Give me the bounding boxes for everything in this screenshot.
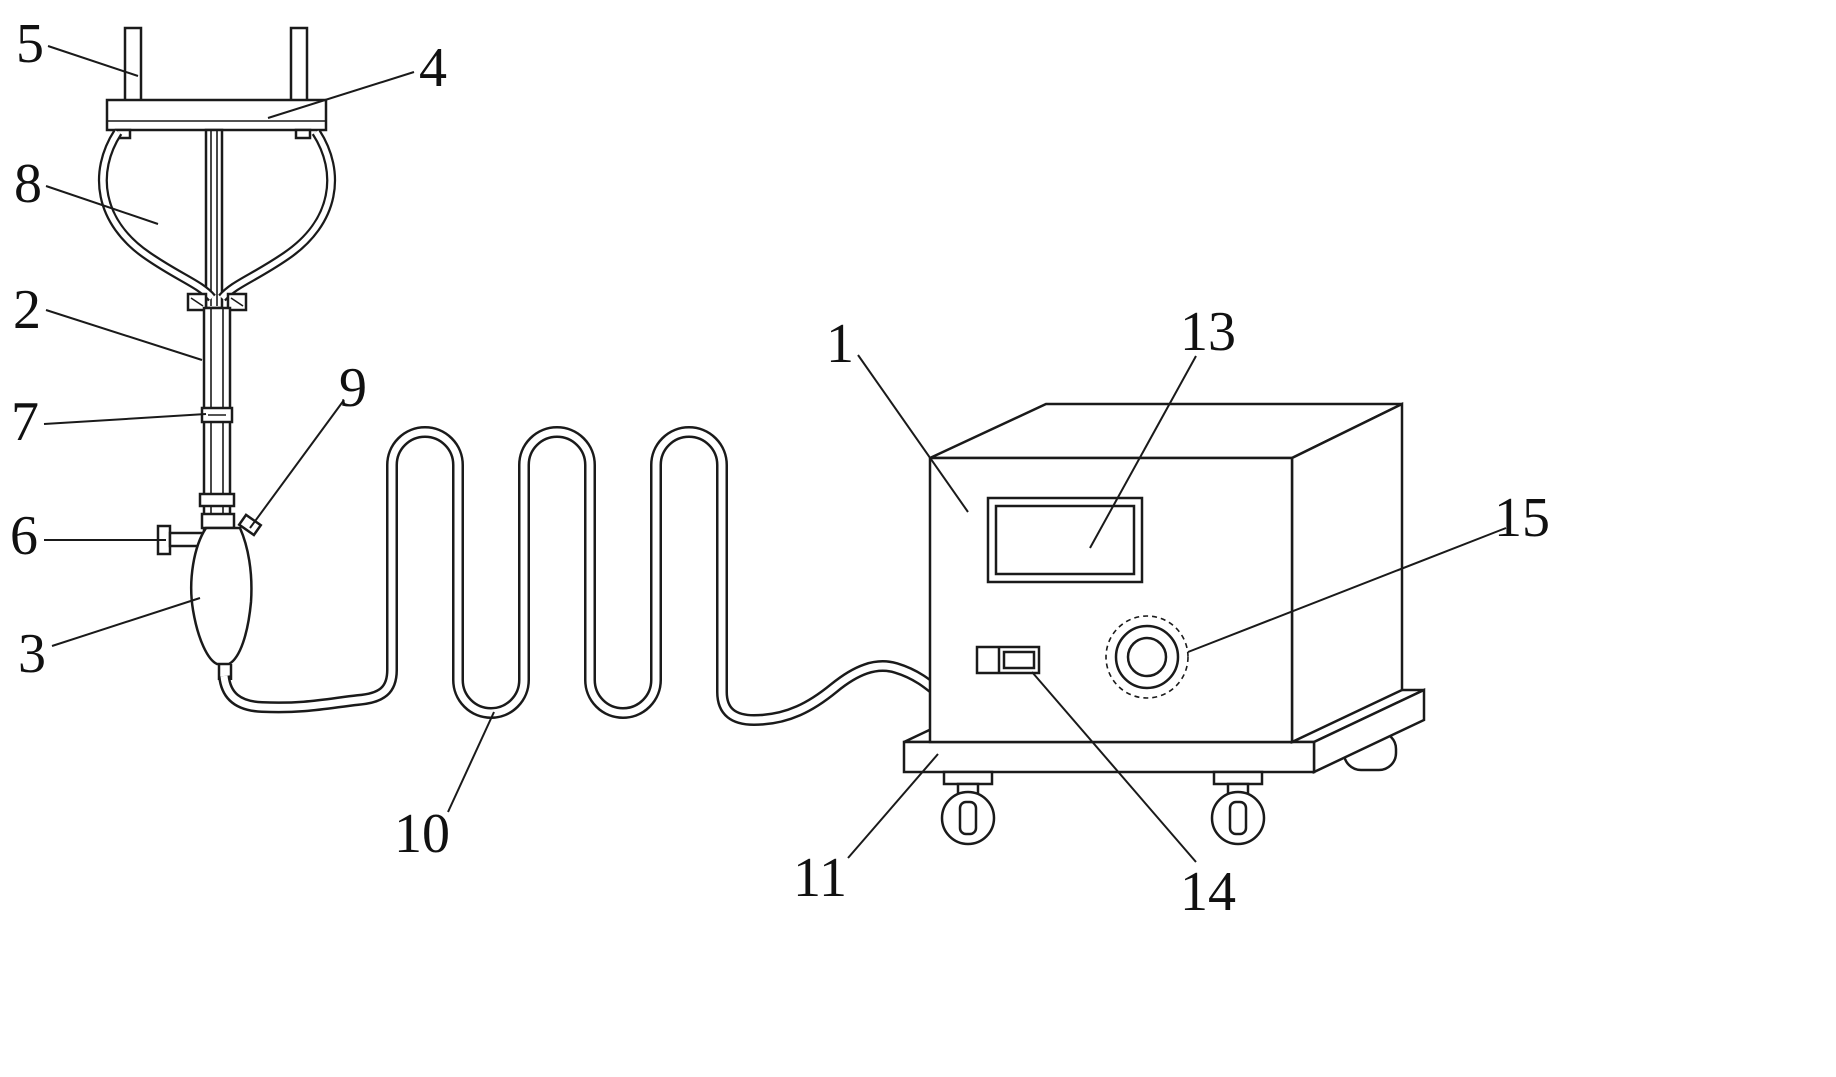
label-6: 6 <box>10 505 166 567</box>
leader-line-7 <box>43 413 207 425</box>
clamp-hatch <box>230 297 244 307</box>
label-2: 2 <box>13 279 203 361</box>
left-tube <box>97 129 216 302</box>
leader-line-2 <box>45 309 203 361</box>
label-9: 9 <box>249 357 367 529</box>
drip-tube-assembly <box>198 306 236 532</box>
unit-right-face <box>1290 401 1404 744</box>
display-panel <box>994 504 1136 576</box>
leader-line-13 <box>1089 355 1197 549</box>
label-14: 14 <box>1031 671 1236 923</box>
control-knob[interactable] <box>1105 615 1189 699</box>
coiled-hose-bore <box>220 428 943 724</box>
knob-knurl-ring <box>1105 615 1189 699</box>
label-5-text: 5 <box>16 13 44 75</box>
caster-mount <box>942 770 994 786</box>
leader-line-3 <box>51 597 201 647</box>
right-tube <box>218 129 337 302</box>
right-post <box>289 26 309 104</box>
label-7-text: 7 <box>11 391 39 453</box>
display-screen <box>986 496 1144 584</box>
label-8: 8 <box>14 153 159 225</box>
switch-rocker[interactable] <box>1002 650 1036 670</box>
caster-wheel-right <box>1210 770 1266 846</box>
right-tube-bore <box>219 130 334 300</box>
label-5: 5 <box>16 13 139 77</box>
label-13: 13 <box>1089 301 1236 549</box>
power-switch[interactable] <box>975 645 1041 675</box>
leader-line-11 <box>847 753 939 859</box>
tube-coupler <box>198 492 236 508</box>
clamp-hatch <box>190 297 204 307</box>
collection-vessel-assembly <box>156 512 263 680</box>
label-7: 7 <box>11 391 207 453</box>
label-6-text: 6 <box>10 505 38 567</box>
center-rod <box>204 128 224 310</box>
caster-mount <box>1212 770 1264 786</box>
label-13-text: 13 <box>1180 301 1236 363</box>
label-10-text: 10 <box>394 803 450 865</box>
junction-clamp <box>186 292 248 312</box>
label-15: 15 <box>1187 487 1550 653</box>
left-tube-bore <box>100 130 215 300</box>
figure-labels: 5 4 8 2 7 9 6 3 <box>10 13 1550 923</box>
label-9-text: 9 <box>339 357 367 419</box>
leader-line-5 <box>47 45 139 77</box>
leader-line-10 <box>447 711 495 813</box>
coiled-hose <box>218 426 944 727</box>
left-post <box>123 26 143 104</box>
leader-line-1 <box>857 354 969 513</box>
label-15-text: 15 <box>1494 487 1550 549</box>
label-8-text: 8 <box>14 153 42 215</box>
hanger-assembly <box>105 26 328 310</box>
leader-line-9 <box>249 399 345 529</box>
knob-cap[interactable] <box>1126 636 1168 678</box>
vessel-cap <box>200 512 236 530</box>
base-front-face <box>902 740 1316 774</box>
paired-tubes <box>97 129 337 302</box>
label-4: 4 <box>267 37 447 119</box>
label-1: 1 <box>826 313 969 513</box>
right-hook <box>294 128 312 140</box>
leader-line-8 <box>45 185 159 225</box>
caster-hub <box>958 800 978 836</box>
caster-wheel-left <box>940 770 996 846</box>
inlet-connector-body <box>237 513 263 537</box>
label-3: 3 <box>18 597 201 685</box>
vessel-body <box>190 526 253 666</box>
label-3-text: 3 <box>18 623 46 685</box>
label-11: 11 <box>793 753 939 909</box>
label-1-text: 1 <box>826 313 854 375</box>
control-unit <box>928 401 1404 744</box>
label-2-text: 2 <box>13 279 41 341</box>
label-4-text: 4 <box>419 37 447 99</box>
leader-line-14 <box>1031 671 1197 863</box>
caster-hub <box>1228 800 1248 836</box>
coiled-hose-wall <box>218 426 944 727</box>
leader-line-15 <box>1187 527 1507 653</box>
leader-line-4 <box>267 71 415 119</box>
label-11-text: 11 <box>793 847 847 909</box>
label-10: 10 <box>394 711 495 865</box>
label-14-text: 14 <box>1180 861 1236 923</box>
hanger-plate <box>105 98 328 132</box>
inlet-connector <box>237 513 263 537</box>
